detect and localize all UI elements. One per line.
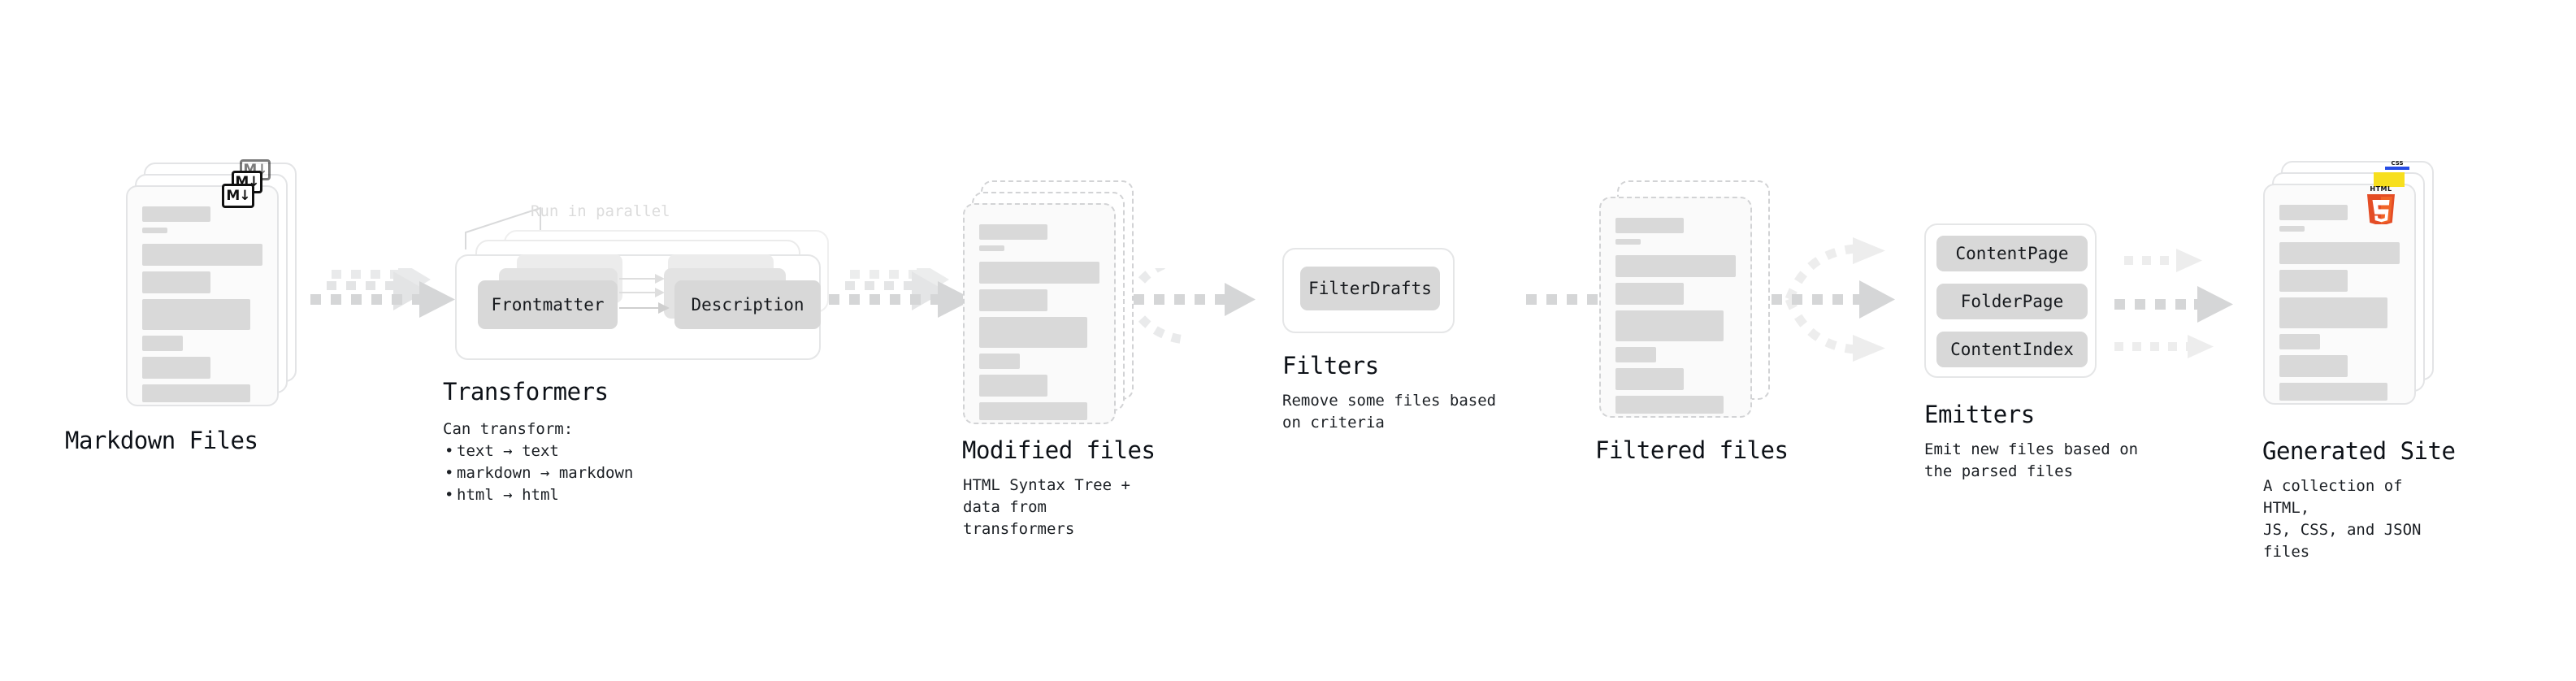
svg-text:HTML: HTML <box>2370 185 2392 193</box>
placeholder-bar <box>979 317 1088 348</box>
plugin-frontmatter[interactable]: Frontmatter <box>478 280 618 329</box>
stage-transformers: Run in parallel Frontmatter Description <box>443 191 865 506</box>
description-modified-files: HTML Syntax Tree + data from transformer… <box>963 476 1130 538</box>
emitters-group-box: ContentPage FolderPage ContentIndex <box>1924 223 2097 378</box>
page-title-filters: Filters <box>1282 352 1379 380</box>
plugin-contentindex[interactable]: ContentIndex <box>1936 332 2088 367</box>
run-in-parallel-label: Run in parallel <box>531 202 670 220</box>
stage-emitters: ContentPage FolderPage ContentIndex Emit… <box>1924 223 2201 492</box>
page-title-filtered-files: Filtered files <box>1595 436 1789 464</box>
placeholder-bar <box>2279 242 2400 264</box>
stage-markdown-files: M↓ M↓ M↓ Markdown Files <box>65 159 297 454</box>
page-title-modified-files: Modified files <box>962 436 1156 464</box>
list-item: markdown → markdown <box>445 462 633 484</box>
placeholder-bar <box>1615 255 1736 277</box>
file-card-front <box>126 185 279 406</box>
placeholder-bar <box>2279 355 2348 377</box>
placeholder-bar <box>2279 297 2388 328</box>
placeholder-bar <box>979 262 1099 284</box>
placeholder-bar <box>979 224 1048 240</box>
placeholder-bar <box>979 245 1005 251</box>
generated-site-stack: CSS HTML <box>2263 160 2434 406</box>
arrow-emitters-to-site <box>2114 249 2233 358</box>
file-content-placeholder <box>1615 218 1736 419</box>
placeholder-bar <box>142 336 184 351</box>
parallel-bracket-icon <box>465 206 541 249</box>
placeholder-bar <box>1615 396 1724 414</box>
transformer-group-front: Frontmatter Description <box>455 254 821 360</box>
placeholder-bar <box>2279 226 2305 232</box>
transformer-flow-arrows-icon <box>619 274 670 314</box>
javascript-icon <box>2374 172 2405 187</box>
placeholder-bar <box>979 402 1088 420</box>
placeholder-bar <box>142 228 168 233</box>
description-emitters: Emit new files based on the parsed files <box>1924 440 2139 480</box>
placeholder-bar <box>979 354 1021 369</box>
placeholder-bar <box>2279 205 2348 220</box>
placeholder-bar <box>1615 218 1685 233</box>
transformers-lead-text: Can transform: <box>443 420 574 438</box>
list-item: html → html <box>445 484 633 506</box>
arrow-markdown-to-transformers <box>310 268 455 318</box>
css3-icon: CSS <box>2385 160 2409 170</box>
page-title-emitters: Emitters <box>1924 401 2035 428</box>
placeholder-bar <box>142 206 211 222</box>
markdown-file-stack: M↓ M↓ M↓ <box>126 159 297 406</box>
placeholder-bar <box>142 244 262 266</box>
page-title-markdown-files: Markdown Files <box>65 427 258 454</box>
placeholder-bar <box>2279 270 2348 292</box>
placeholder-bar <box>142 357 211 379</box>
stage-filters: FilterDrafts Filters Remove some files b… <box>1266 248 1526 492</box>
description-generated-site: A collection of HTML, JS, CSS, and JSON … <box>2263 477 2422 561</box>
placeholder-bar <box>1615 239 1641 245</box>
description-filters: Remove some files based on criteria <box>1282 392 1497 432</box>
plugin-folderpage[interactable]: FolderPage <box>1936 284 2088 319</box>
page-title-transformers: Transformers <box>443 378 609 406</box>
placeholder-bar <box>2279 383 2388 401</box>
list-item: text → text <box>445 440 633 462</box>
placeholder-bar <box>2279 334 2321 349</box>
placeholder-bar <box>979 375 1048 397</box>
file-content-placeholder <box>2279 205 2400 406</box>
markdown-icon: M↓ <box>222 184 254 208</box>
placeholder-bar <box>1615 347 1657 362</box>
file-card-front <box>1599 197 1752 418</box>
placeholder-bar <box>142 299 251 330</box>
stage-modified-files: Modified files HTML Syntax Tree + data f… <box>962 180 1156 538</box>
placeholder-bar <box>1615 283 1685 305</box>
file-card-front <box>963 203 1116 424</box>
svg-text:CSS: CSS <box>2391 160 2403 167</box>
modified-file-stack <box>963 180 1134 424</box>
file-content-placeholder <box>979 224 1099 426</box>
arrow-transformers-to-modified <box>829 268 974 318</box>
arrow-modified-to-filters <box>1134 268 1255 345</box>
html5-icon: HTML <box>2367 185 2395 224</box>
placeholder-bar <box>1615 310 1724 341</box>
placeholder-bar <box>979 289 1048 311</box>
filtered-file-stack <box>1599 180 1770 424</box>
page-title-generated-site: Generated Site <box>2262 437 2456 465</box>
stage-generated-site: CSS HTML Generated Site A collection of … <box>2262 160 2456 561</box>
plugin-filterdrafts[interactable]: FilterDrafts <box>1300 267 1440 310</box>
plugin-contentpage[interactable]: ContentPage <box>1936 236 2088 271</box>
placeholder-bar <box>142 271 211 293</box>
transformers-capability-list: Can transform: text → text markdown → ma… <box>443 419 633 506</box>
placeholder-bar <box>142 384 251 402</box>
filters-group-box: FilterDrafts <box>1282 248 1455 333</box>
arrow-filtered-to-emitters <box>1772 237 1895 362</box>
stage-filtered-files: Filtered files <box>1595 180 1789 464</box>
plugin-description[interactable]: Description <box>674 280 821 329</box>
file-content-placeholder <box>142 206 262 408</box>
placeholder-bar <box>1615 368 1685 390</box>
